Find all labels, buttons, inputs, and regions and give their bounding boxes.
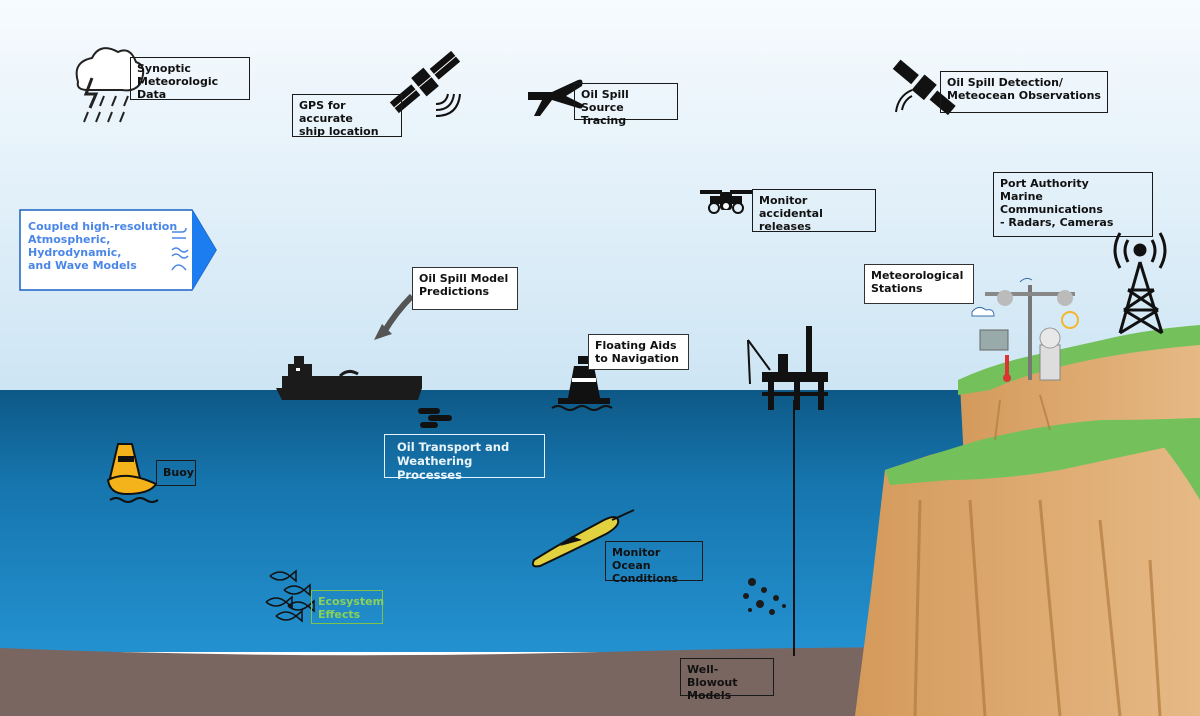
oil-transport-label: Oil Transport and Weathering Processes <box>384 434 545 482</box>
navigation-buoy-icon <box>551 356 613 411</box>
monitor-releases-label: Monitor accidental releases <box>752 189 876 233</box>
buoy-icon <box>106 443 159 503</box>
gps-label: GPS for accurate ship location <box>292 94 402 138</box>
satellite-icon <box>892 59 956 116</box>
sky <box>0 0 1200 392</box>
well-blowout-label: Well-Blowout Models <box>680 658 774 702</box>
buoy-label: Buoy <box>156 460 196 486</box>
synoptic-data-label: Synoptic Meteorologic Data <box>130 57 250 101</box>
ecosystem-effects-label: Ecosystem Effects <box>311 590 384 624</box>
oil-tanker-icon <box>276 356 422 400</box>
oil-platform-icon <box>747 326 828 410</box>
storm-cloud-icon <box>75 47 145 123</box>
weather-station-icon <box>971 277 1079 382</box>
model-predictions-label: Oil Spill Model Predictions <box>412 267 518 310</box>
floating-aids-label: Floating Aids to Navigation <box>588 334 689 370</box>
satellite-icon <box>389 50 461 117</box>
oil-droplets-icon <box>743 578 786 615</box>
fish-school-icon <box>265 569 315 623</box>
monitor-ocean-label: Monitor Ocean Conditions <box>605 541 703 585</box>
airplane-icon <box>528 79 583 116</box>
ocean-glider-icon <box>531 509 635 568</box>
radio-tower-icon <box>1113 232 1167 335</box>
met-stations-label: Meteorological Stations <box>864 264 974 304</box>
oil-source-label: Oil Spill Source Tracing <box>574 83 678 127</box>
drone-icon <box>700 190 752 214</box>
oil-detection-label: Oil Spill Detection/ Meteocean Observati… <box>940 71 1108 113</box>
port-authority-label: Port Authority Marine Communications - R… <box>993 172 1153 237</box>
wind-wave-icon <box>171 227 189 271</box>
oil-slick-icon <box>418 408 452 428</box>
coupled-models-text: Coupled high-resolution Atmospheric, Hyd… <box>28 220 178 272</box>
coastal-cliff <box>855 325 1200 716</box>
